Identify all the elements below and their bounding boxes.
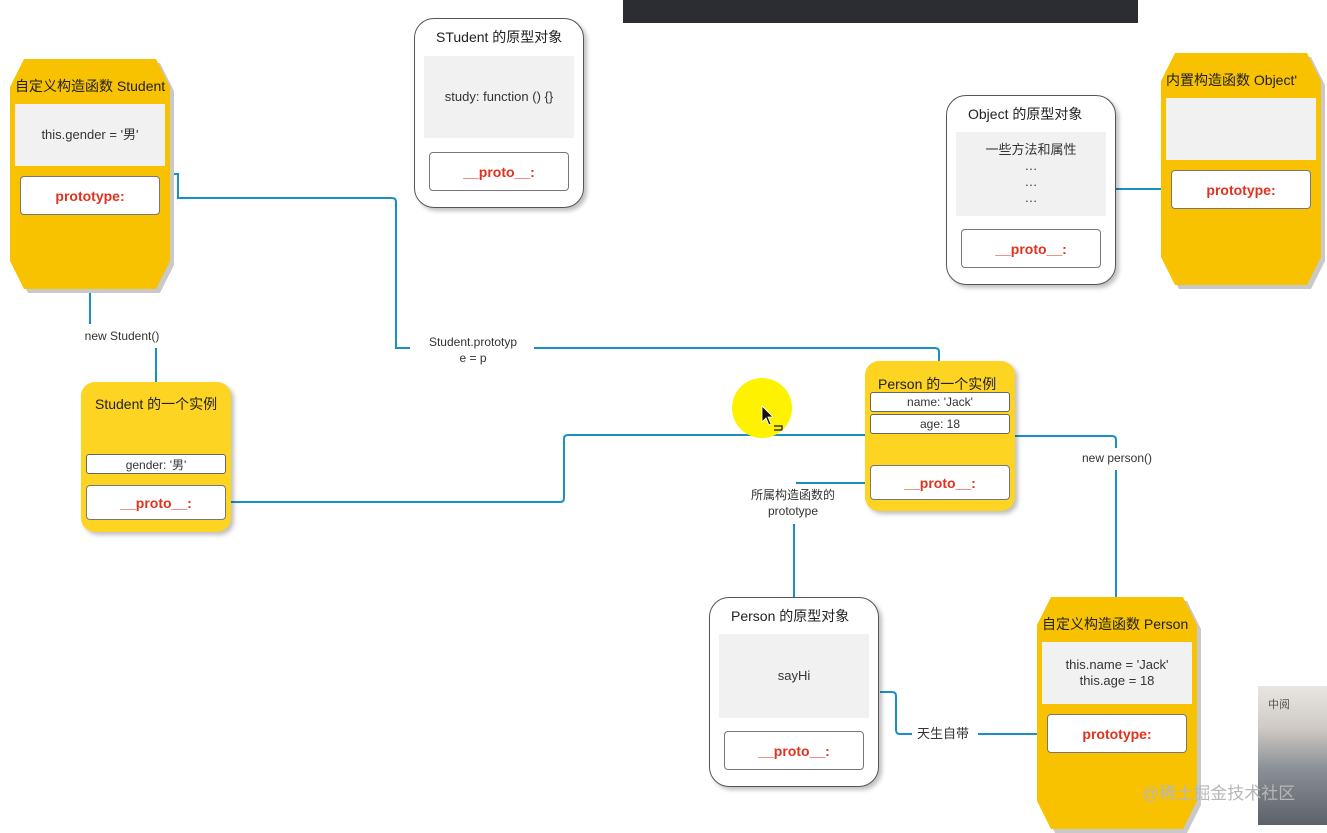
object-prototype-line: … <box>1024 190 1038 205</box>
watermark: @稀土掘金技术社区 <box>1142 784 1296 803</box>
object-prototype-members: 一些方法和属性 … … … <box>956 132 1106 216</box>
person-constructor-line: this.name = 'Jack' <box>1065 657 1169 672</box>
person-instance-name[interactable]: name: 'Jack' <box>870 392 1010 412</box>
student-constructor-body: this.gender = '男' <box>15 104 165 166</box>
webcam-overlay: 中阅 <box>1258 686 1327 825</box>
person-constructor <box>1037 597 1197 829</box>
student-prototype-property[interactable]: prototype: <box>20 176 160 215</box>
object-prototype-title: Object 的原型对象 <box>968 106 1083 122</box>
label-new-student: new Student() <box>78 328 166 344</box>
object-prototype-line: … <box>1024 174 1038 189</box>
person-prototype-proto[interactable]: __proto__: <box>724 731 864 770</box>
object-prototype-line: 一些方法和属性 <box>985 142 1077 157</box>
label-born-with: 天生自带 <box>912 726 974 742</box>
person-prototype-property[interactable]: prototype: <box>1047 714 1187 753</box>
label-belongs-line: prototype <box>767 504 819 518</box>
person-instance-age[interactable]: age: 18 <box>870 414 1010 434</box>
object-prototype-property[interactable]: prototype: <box>1171 170 1311 209</box>
person-constructor-body: this.name = 'Jack' this.age = 18 <box>1042 642 1192 704</box>
student-prototype-proto[interactable]: __proto__: <box>429 152 569 191</box>
label-assign-line: Student.prototyp <box>428 335 518 349</box>
connector-assign-to-person <box>532 347 940 362</box>
object-constructor-body <box>1166 98 1316 160</box>
object-constructor <box>1161 53 1321 285</box>
person-constructor-title: 自定义构造函数 Person <box>1042 616 1189 632</box>
connector-student-instance-proto <box>226 434 866 503</box>
mouse-pointer-icon <box>761 405 783 431</box>
label-new-person: new person() <box>1073 450 1161 466</box>
label-assign-line: e = p <box>459 351 487 365</box>
person-instance-proto[interactable]: __proto__: <box>870 465 1010 500</box>
person-constructor-line: this.age = 18 <box>1079 673 1155 688</box>
top-toolbar <box>623 0 1138 23</box>
object-prototype-proto[interactable]: __proto__: <box>961 229 1101 268</box>
object-prototype-line: … <box>1024 158 1038 173</box>
student-constructor-title: 自定义构造函数 Student <box>15 78 166 94</box>
connector-new-person <box>1010 435 1117 448</box>
webcam-overlay-text: 中阅 <box>1268 699 1290 711</box>
person-instance-title: Person 的一个实例 <box>878 376 997 392</box>
label-belongs-ctor-prototype: 所属构造函数的 prototype <box>740 487 846 519</box>
person-prototype-title: Person 的原型对象 <box>731 608 850 624</box>
person-prototype-methods: sayHi <box>719 634 869 718</box>
student-constructor <box>10 59 170 289</box>
object-constructor-title: 内置构造函数 Object' <box>1166 72 1298 88</box>
student-prototype-methods: study: function () {} <box>424 56 574 138</box>
student-instance-gender[interactable]: gender: '男' <box>86 454 226 474</box>
student-instance-proto[interactable]: __proto__: <box>86 485 226 520</box>
connector-student-prototype <box>160 173 410 349</box>
student-instance-title: Student 的一个实例 <box>95 396 218 412</box>
label-belongs-line: 所属构造函数的 <box>750 488 835 502</box>
student-prototype-title: STudent 的原型对象 <box>436 29 563 45</box>
label-student-prototype-assign: Student.prototyp e = p <box>412 334 534 366</box>
connector-born-with <box>880 691 912 735</box>
